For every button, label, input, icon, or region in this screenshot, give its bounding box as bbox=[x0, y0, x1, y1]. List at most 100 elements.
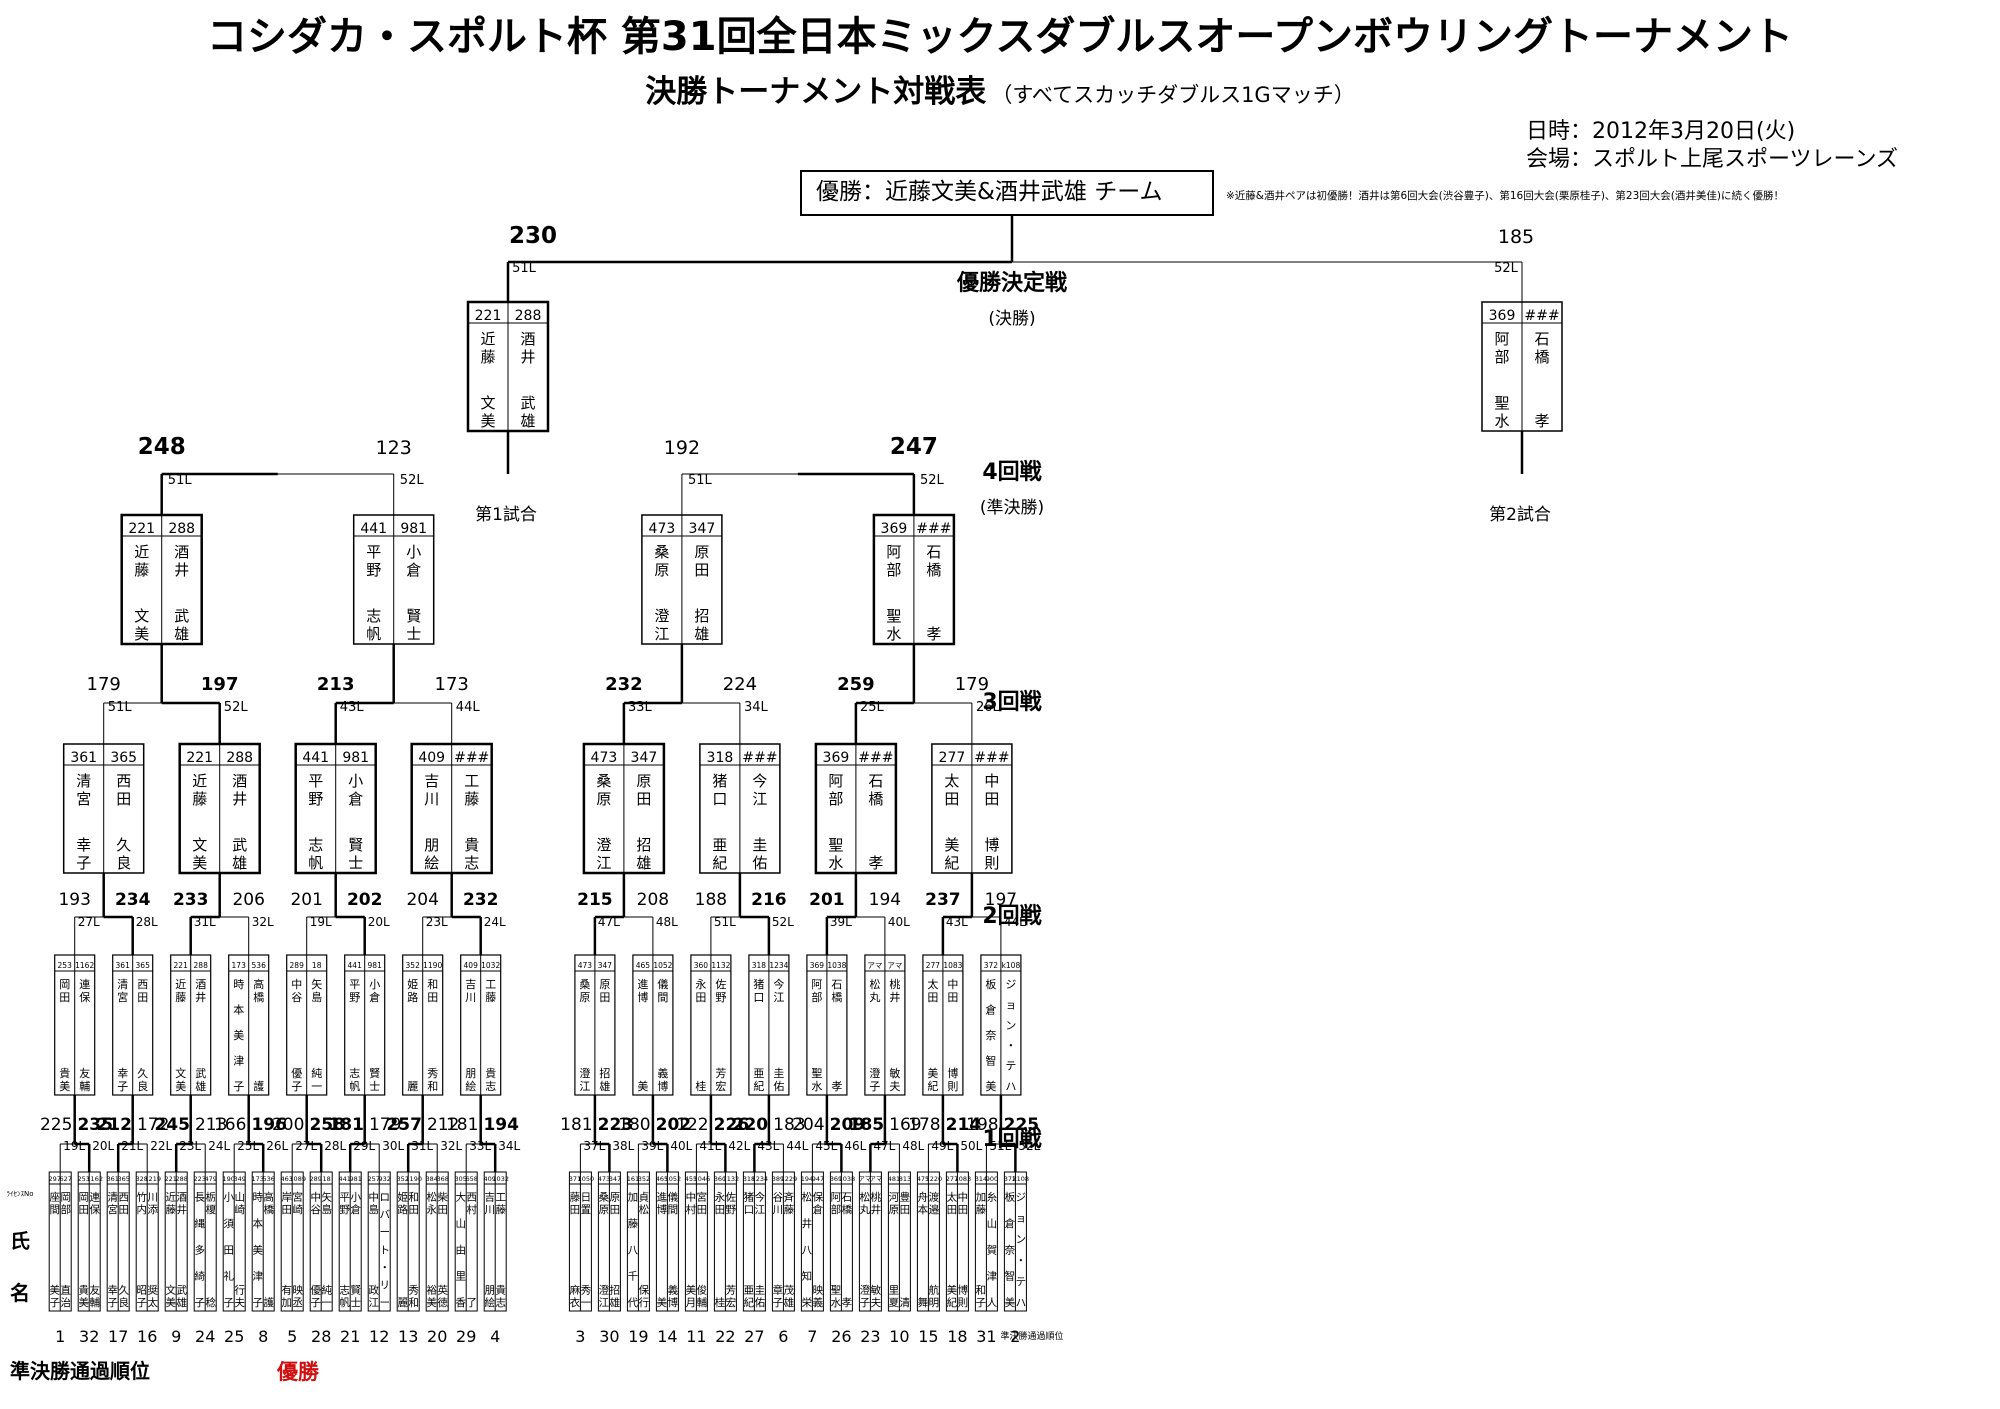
license-number-1: 253 bbox=[77, 1175, 89, 1183]
seed-number: 24 bbox=[195, 1327, 215, 1346]
female-player-name-char: 中 bbox=[310, 1191, 321, 1204]
subtitle-main: 決勝トーナメント対戦表 bbox=[645, 74, 987, 110]
seed-number: 20 bbox=[427, 1327, 447, 1346]
male-player-name-char: 夫 bbox=[889, 1080, 900, 1093]
license-number-2: 813 bbox=[899, 1175, 911, 1183]
female-player-name-char: 永 bbox=[715, 1191, 726, 1204]
license-number-1: 463 bbox=[280, 1175, 292, 1183]
female-player-name-char: 子 bbox=[976, 1297, 987, 1309]
male-player-name-char: 雄 bbox=[520, 412, 535, 430]
female-player-name-char: 口 bbox=[753, 991, 764, 1004]
subtitle-note: （すべてスカッチダブルス1Gマッチ） bbox=[991, 83, 1355, 107]
female-player-name-char: 川 bbox=[773, 1204, 784, 1216]
round2-label: 2回戦 bbox=[982, 904, 1042, 929]
license-number-1: 441 bbox=[338, 1175, 350, 1183]
female-player-name-char: 美 bbox=[49, 1283, 60, 1296]
male-player-name-char: 豊 bbox=[900, 1191, 911, 1204]
female-player-name-char: 帆 bbox=[349, 1079, 360, 1093]
round1-score: 226 bbox=[714, 1115, 750, 1135]
round4-score: 247 bbox=[890, 434, 938, 460]
male-player-name-char: 武 bbox=[232, 836, 247, 854]
license-number-1: 257 bbox=[367, 1175, 379, 1183]
female-player-name-char: 太 bbox=[927, 978, 938, 991]
female-player-name-char: 猪 bbox=[744, 1192, 755, 1204]
female-player-name-char: 阿 bbox=[811, 978, 822, 991]
female-player-name-char: 谷 bbox=[310, 1204, 321, 1216]
lane-number: 51L bbox=[714, 915, 736, 929]
male-player-name-char: 原 bbox=[694, 543, 709, 561]
male-player-name-char: 酒 bbox=[174, 543, 189, 561]
female-player-name-char: 藤 bbox=[976, 1204, 987, 1216]
male-player-name-char: ト bbox=[379, 1244, 390, 1256]
lane-number: 52L bbox=[920, 473, 945, 488]
female-player-name-char: 朋 bbox=[484, 1284, 495, 1296]
seed-number: 7 bbox=[807, 1327, 817, 1346]
round2-score: 188 bbox=[695, 890, 727, 910]
round3-score: 232 bbox=[605, 674, 643, 695]
lane-number: 19L bbox=[310, 915, 332, 929]
license-number-2: 1083 bbox=[943, 961, 962, 970]
female-player-name-char: 近 bbox=[134, 543, 149, 561]
female-player-name-char: 子 bbox=[117, 1080, 128, 1093]
male-player-name-char: 倉 bbox=[813, 1203, 824, 1216]
female-player-name-char: 平 bbox=[308, 772, 323, 790]
male-player-name-char: 今 bbox=[773, 977, 784, 991]
female-player-name-char: 藤 bbox=[165, 1204, 176, 1216]
female-player-name-char: 川 bbox=[424, 790, 439, 808]
license-number-2: 18 bbox=[312, 961, 322, 970]
male-player-name-char: 津 bbox=[987, 1271, 998, 1283]
lane-number: 19L bbox=[63, 1139, 85, 1153]
license-number-1: 289 bbox=[290, 961, 305, 970]
female-player-name-char: 澄 bbox=[579, 1066, 590, 1080]
round2-score: 233 bbox=[173, 890, 209, 910]
female-player-name-char: 裕 bbox=[426, 1283, 437, 1296]
male-player-name-char: 輔 bbox=[89, 1296, 100, 1309]
semifinal-round-sublabel: (準決勝) bbox=[980, 498, 1044, 518]
license-number-2: 536 bbox=[262, 1175, 274, 1183]
round4-score: 123 bbox=[376, 437, 412, 459]
license-number-1: 305 bbox=[454, 1175, 466, 1183]
male-player-name-char: 田 bbox=[116, 790, 131, 808]
round4-score: 192 bbox=[664, 437, 700, 459]
male-player-name-char: 藤 bbox=[464, 790, 479, 808]
lane-number: 51L bbox=[168, 473, 193, 488]
male-player-name-char: 良 bbox=[137, 1079, 148, 1093]
male-player-name-char: 野 bbox=[715, 991, 726, 1004]
round1-score: 202 bbox=[656, 1115, 692, 1135]
male-player-name-char: 保 bbox=[89, 1203, 100, 1216]
male-player-name-char: 田 bbox=[437, 1204, 448, 1216]
female-player-name-char: 川 bbox=[484, 1204, 495, 1216]
round2-team-box: アマアマ松丸澄子桃井敏夫 bbox=[864, 954, 906, 1096]
event-venue: 会場：スポルト上尾スポーツレーンズ bbox=[1526, 147, 1899, 172]
female-player-name-char: 中 bbox=[686, 1191, 697, 1204]
male-player-name-char: 武 bbox=[174, 607, 189, 625]
seed-number: 19 bbox=[628, 1327, 648, 1346]
male-player-name-char: テ bbox=[1016, 1276, 1027, 1288]
female-player-name-char: 田 bbox=[927, 991, 938, 1004]
lane-number: 23L bbox=[426, 915, 448, 929]
license-number-1: 361 bbox=[116, 961, 131, 970]
female-player-name-char: 水 bbox=[831, 1297, 842, 1309]
lane-number: 43L bbox=[757, 1139, 779, 1153]
female-player-name-char: 美 bbox=[947, 1283, 958, 1296]
round1-score: 209 bbox=[830, 1115, 866, 1135]
male-player-name-char: 山 bbox=[987, 1218, 998, 1230]
female-player-name-char: 河 bbox=[889, 1192, 900, 1204]
page-subtitle: 決勝トーナメント対戦表 （すべてスカッチダブルス1Gマッチ） bbox=[0, 66, 2000, 111]
license-number-1: 409 bbox=[418, 750, 445, 766]
lane-number: 51L bbox=[512, 261, 537, 276]
license-number-1: 289 bbox=[309, 1175, 321, 1183]
female-player-name-char: 大 bbox=[455, 1191, 466, 1204]
female-player-name-char: 田 bbox=[695, 991, 706, 1004]
lane-number: 28L bbox=[324, 1139, 346, 1153]
female-player-name-char: 亜 bbox=[712, 836, 727, 854]
male-player-name-char: 石 bbox=[831, 978, 842, 991]
